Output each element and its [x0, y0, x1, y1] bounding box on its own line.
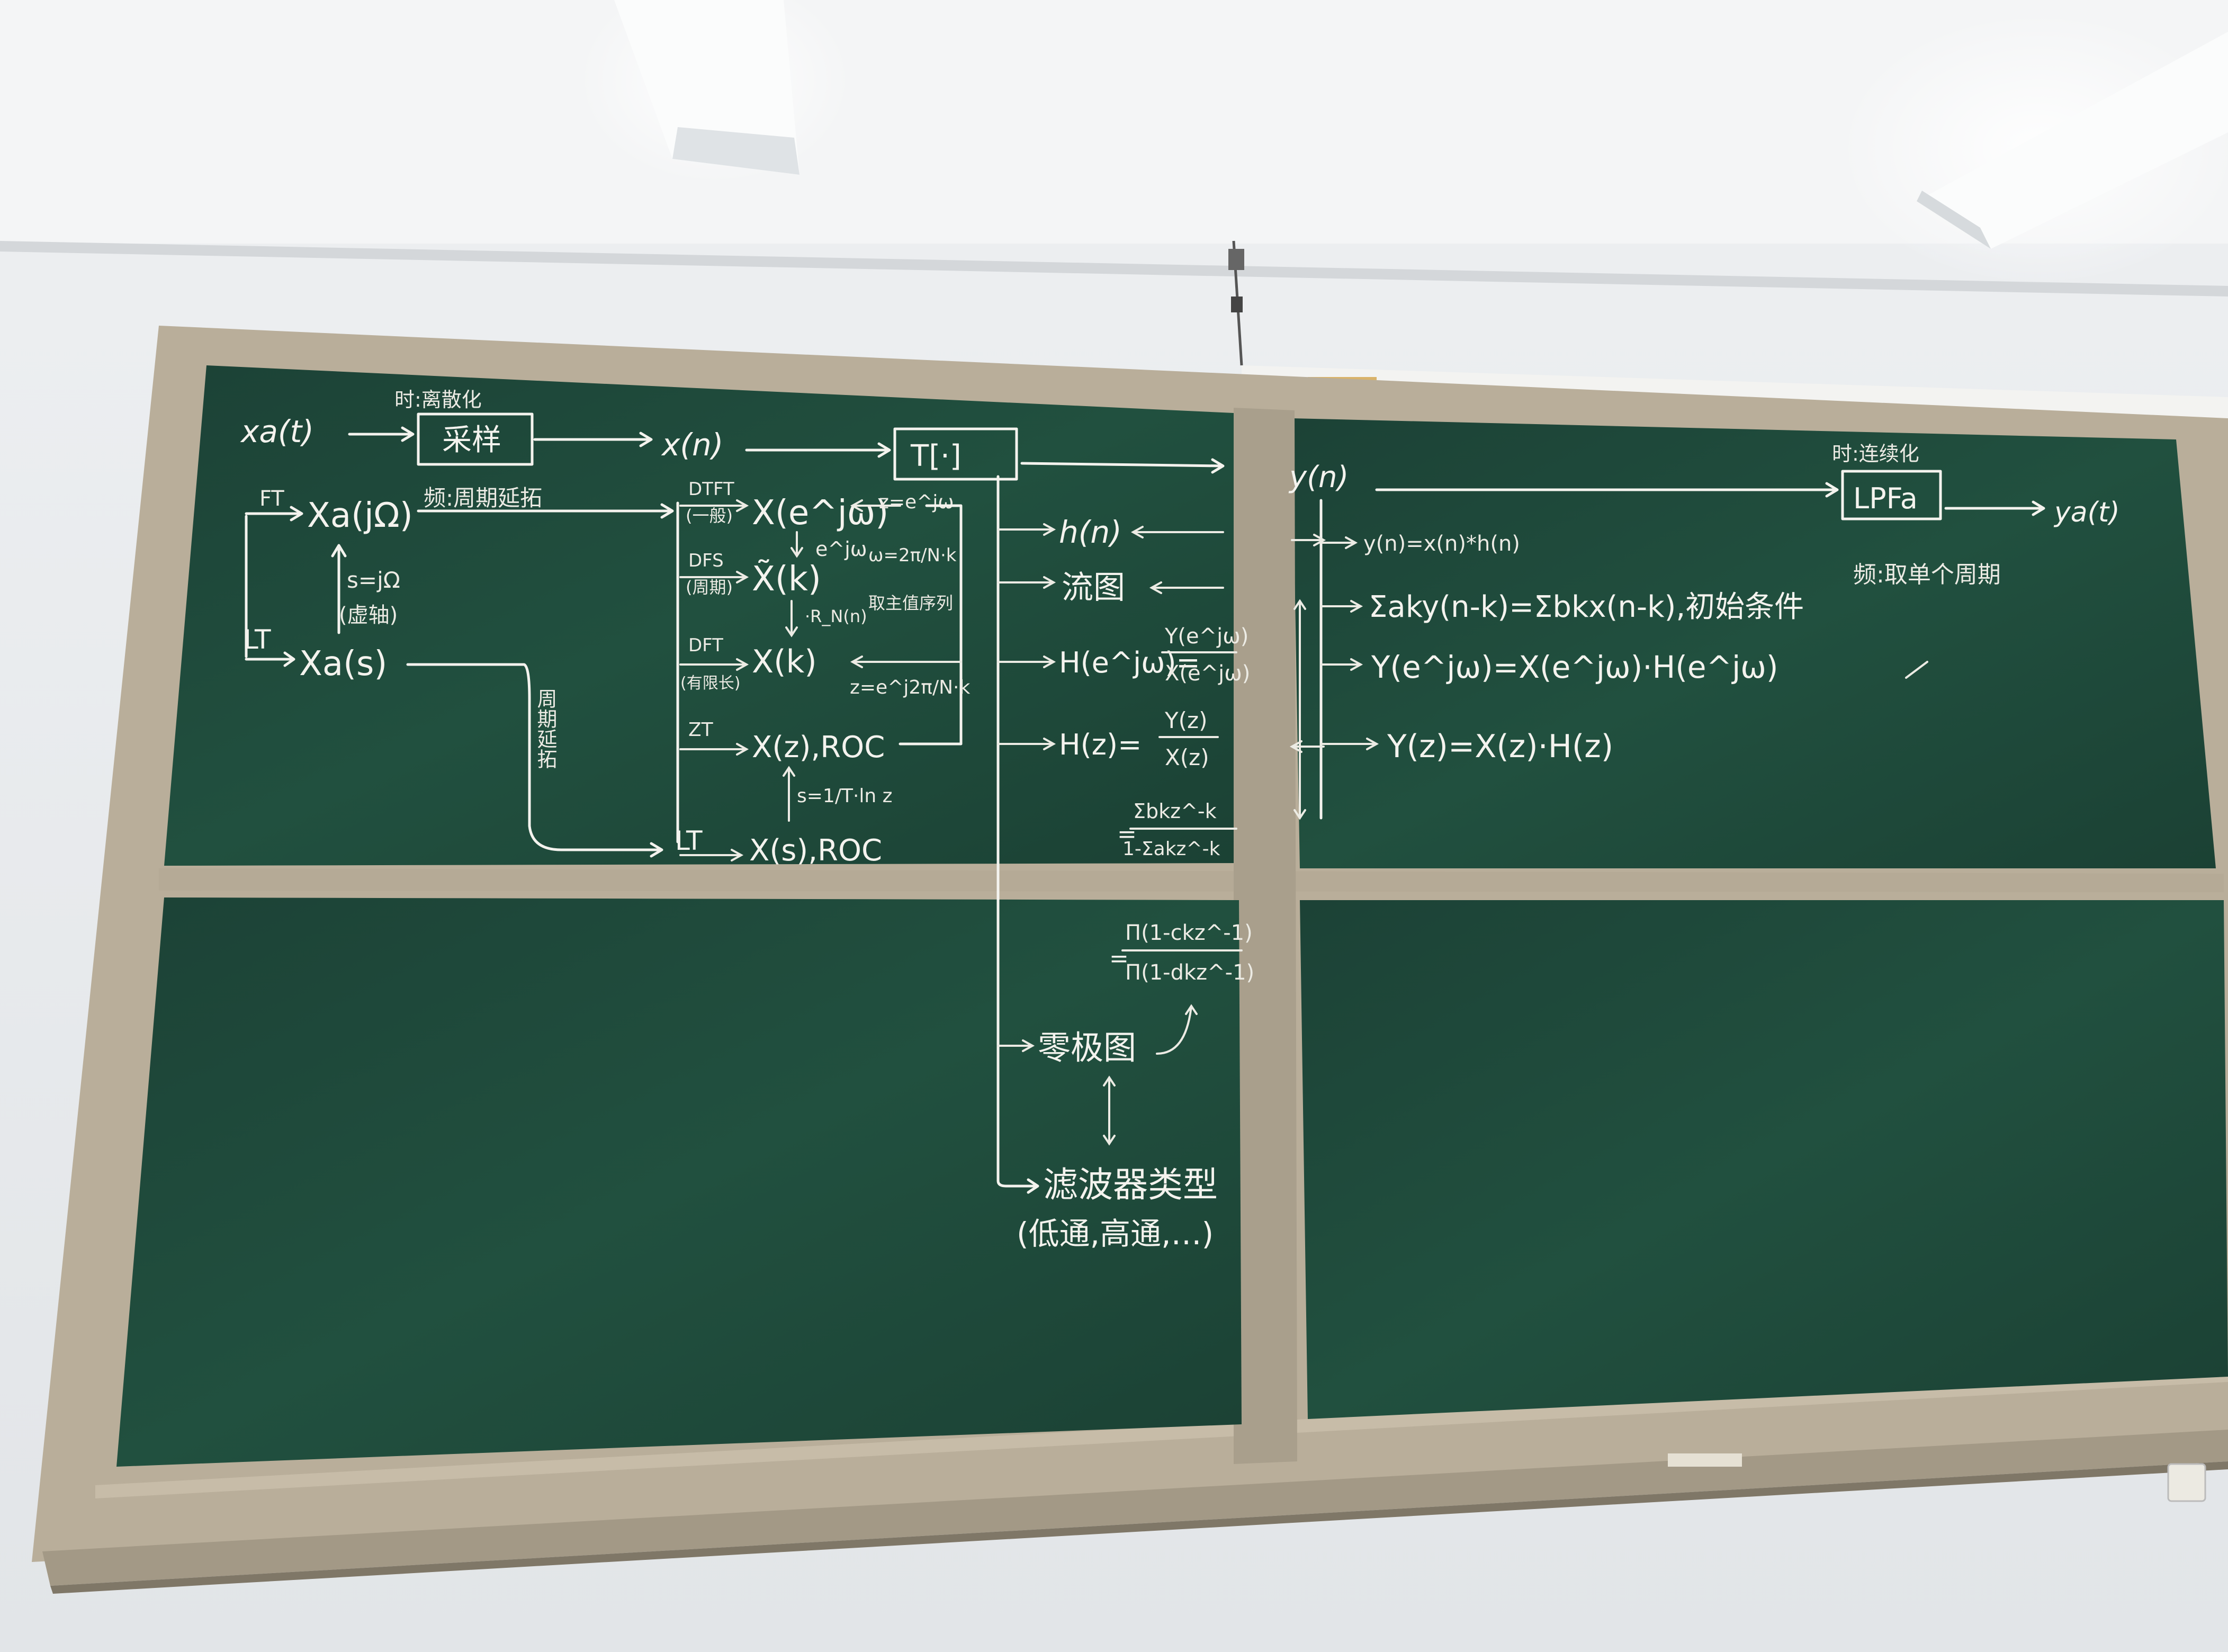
time-discretize-label: 时:离散化	[394, 388, 482, 411]
chalk-tray	[42, 1430, 2228, 1586]
diff-eq-label: Σaky(n-k)=Σbkx(n-k),初始条件	[1369, 590, 1804, 624]
aperiodic-label: (一般)	[686, 506, 733, 526]
filter-type-label: 滤波器类型	[1043, 1164, 1218, 1205]
imag-axis-label: (虚轴)	[339, 603, 398, 627]
dfs-label: DFS	[688, 550, 724, 571]
lt-label: LT	[244, 624, 271, 655]
board-panel-lower-left	[116, 897, 1242, 1467]
x-z-roc-label: X(z),ROC	[752, 730, 885, 765]
ejw-small-label: e^jω	[815, 537, 867, 561]
sampling-box	[417, 412, 534, 466]
x-z-frac-label: X(z)	[1165, 744, 1209, 770]
dtft-label: DTFT	[688, 479, 734, 500]
xa-jomega-label: Xa(jΩ)	[307, 496, 413, 535]
rn-n-label: ·R_N(n)	[805, 606, 867, 626]
prod-c-label: Π(1-ckz^-1)	[1125, 921, 1253, 945]
xa-s-label: Xa(s)	[299, 644, 387, 684]
w-eq-label: ω=2π/N·k	[868, 545, 957, 566]
board-panel-lower-right	[1300, 900, 2228, 1419]
xt-k-label: X̃(k)	[752, 559, 821, 599]
sampling-label: 采样	[442, 423, 501, 457]
conv-label: y(n)=x(n)*h(n)	[1363, 532, 1520, 556]
h-z-label: H(z)=	[1059, 728, 1142, 761]
board-panel-upper-left	[164, 365, 1242, 866]
x-ejw-label: X(e^jω)	[752, 493, 888, 533]
ceiling-light-left	[577, 0, 852, 185]
dft-label: DFT	[688, 635, 723, 656]
chalk-diagram-left: xa(t) 时:离散化 采样 x(n) T[·] FT Xa(jΩ) 频:周期延…	[240, 388, 1254, 1252]
chalk-diagram-right: y(n) 时:连续化 LPFa ya(t) 频:取单个周期 y(n)=x(n)*…	[1288, 442, 2120, 820]
periodic-ext-vertical-label: 周期延拓	[534, 688, 557, 769]
ceiling-edge	[0, 241, 2228, 297]
freq-periodic-label: 频:周期延拓	[424, 485, 542, 511]
equals-1: =	[1117, 821, 1137, 848]
sum-b-label: Σbkz^-k	[1133, 800, 1217, 823]
freq-prod-label: Y(e^jω)=X(e^jω)·H(e^jω)	[1371, 649, 1778, 685]
time-continuous-label: 时:连续化	[1832, 442, 1919, 465]
prod-d-label: Π(1-dkz^-1)	[1125, 960, 1254, 985]
board-divider-vertical	[1234, 408, 1297, 1464]
freq-single-label: 频:取单个周期	[1853, 561, 2001, 588]
zt-label: ZT	[688, 719, 714, 741]
ceiling-light-right	[1837, 11, 2228, 286]
board-panel-upper-right	[1292, 418, 2216, 868]
z-eq-ejw-label: z=e^jω	[879, 491, 954, 513]
lpf-box	[1841, 470, 1942, 520]
pole-zero-label: 零极图	[1038, 1028, 1136, 1067]
x-ejw-frac-label: X(e^jω)	[1165, 661, 1250, 686]
x-n-label: x(n)	[661, 427, 723, 463]
x-s-roc-label: X(s),ROC	[749, 833, 882, 868]
xa-t-label: xa(t)	[240, 414, 314, 450]
filter-examples-label: (低通,高通,…)	[1017, 1216, 1214, 1252]
s-eq-label: s=jΩ	[347, 567, 400, 593]
h-n-label: h(n)	[1059, 514, 1122, 550]
flow-graph-label: 流图	[1062, 569, 1125, 606]
ya-t-label: ya(t)	[2053, 497, 2120, 528]
one-minus-sum-a-label: 1-Σakz^-k	[1122, 838, 1220, 860]
lpf-label: LPFa	[1853, 482, 1918, 515]
periodic-label: (周期)	[686, 577, 733, 597]
lt2-label: LT	[675, 825, 703, 856]
board-rail	[159, 868, 2224, 892]
y-n-label: y(n)	[1288, 460, 1349, 495]
z-eq-k-label: z=e^j2π/N·k	[850, 677, 970, 698]
power-outlet	[2167, 1463, 2206, 1502]
ft-label: FT	[259, 487, 284, 511]
z-prod-label: Y(z)=X(z)·H(z)	[1387, 728, 1613, 765]
take-main-label: 取主值序列	[868, 593, 953, 613]
y-ejw-frac-label: Y(e^jω)	[1164, 624, 1248, 649]
x-k-label: X(k)	[752, 643, 817, 680]
s-eq-ln-label: s=1/T·ln z	[797, 785, 893, 807]
finite-label: (有限长)	[680, 674, 740, 693]
system-box	[893, 427, 1018, 481]
y-z-frac-label: Y(z)	[1164, 707, 1207, 733]
system-label: T[·]	[910, 439, 962, 473]
